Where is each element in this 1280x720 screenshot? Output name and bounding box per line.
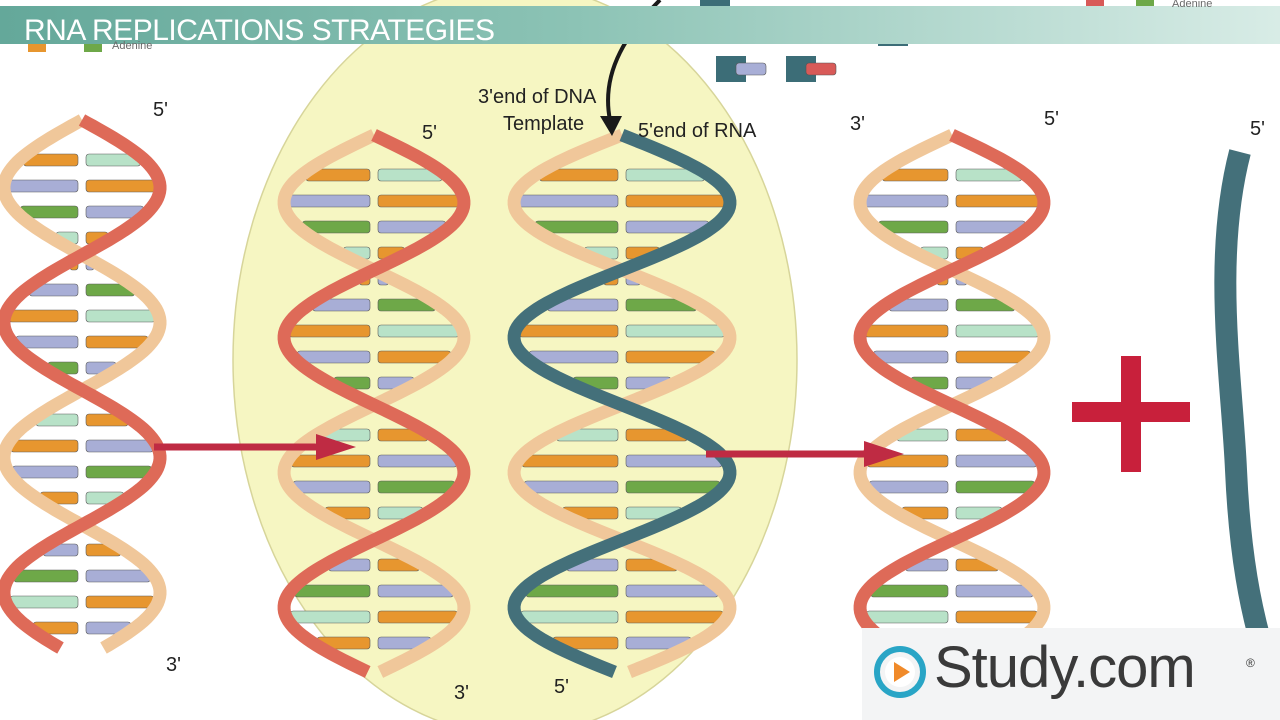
helix-2 — [277, 129, 471, 678]
study-logo: Study.com ® — [862, 628, 1280, 720]
label-dna-template-end: 3'end of DNA — [478, 86, 597, 108]
base-right — [625, 194, 727, 208]
label-helix2-top: 5' — [422, 122, 437, 144]
strand-back — [0, 114, 167, 654]
base-left — [873, 350, 949, 364]
plus-vertical — [1121, 356, 1141, 472]
free-nucleotide-base — [735, 62, 767, 76]
label-rna-5-end: 5'end of RNA — [638, 120, 757, 142]
base-left — [520, 610, 619, 624]
base-right — [85, 465, 152, 479]
rna-strand-right — [1214, 149, 1271, 643]
strand-front — [853, 129, 1051, 645]
base-left — [10, 439, 79, 453]
base-right — [955, 324, 1040, 338]
label-strand5-top: 5' — [1250, 118, 1265, 140]
base-right — [377, 350, 452, 364]
strand-front — [0, 114, 167, 654]
base-left — [521, 454, 619, 468]
helix-3 — [507, 128, 737, 679]
pointer-arrow-head — [600, 116, 622, 136]
logo-registered-mark: ® — [1246, 656, 1255, 670]
base-left — [8, 309, 79, 323]
strand-back — [853, 129, 1051, 645]
base-right — [377, 324, 460, 338]
label-helix4-top-right: 5' — [1044, 108, 1059, 130]
play-circle-icon — [874, 646, 926, 698]
base-right — [625, 610, 724, 624]
base-left — [9, 595, 79, 609]
base-left — [15, 335, 79, 349]
label-helix1-top: 5' — [153, 99, 168, 121]
base-left — [528, 350, 619, 364]
base-right — [85, 595, 155, 609]
base-right — [625, 324, 726, 338]
label-helix4-top-left: 3' — [850, 113, 865, 135]
arrow-middle — [706, 441, 904, 467]
base-right — [955, 584, 1034, 598]
label-helix1-bottom: 3' — [166, 654, 181, 676]
legend-adenine-left: Adenine — [112, 40, 153, 52]
label-template: Template — [503, 113, 585, 135]
base-left — [292, 480, 371, 494]
arrow-left — [154, 434, 356, 460]
base-left — [12, 465, 79, 479]
base-right — [625, 350, 716, 364]
base-right — [955, 454, 1038, 468]
base-left — [523, 480, 619, 494]
base-right — [377, 454, 458, 468]
base-right — [377, 480, 456, 494]
label-helix2-bottom: 3' — [454, 682, 469, 704]
helix-4 — [853, 129, 1051, 645]
plus-sign — [1072, 356, 1190, 472]
base-right — [85, 439, 154, 453]
helix-1 — [0, 114, 167, 654]
base-right — [625, 584, 719, 598]
legend-swatch-right-2 — [1136, 0, 1154, 10]
base-right — [85, 179, 157, 193]
logo-wordmark: Study.com — [934, 635, 1196, 700]
base-left — [525, 584, 619, 598]
base-right — [85, 335, 149, 349]
base-left — [863, 194, 949, 208]
arrow-head — [316, 434, 356, 460]
base-left — [870, 584, 949, 598]
strand-front — [277, 129, 471, 678]
base-left — [287, 194, 371, 208]
legend-adenine-right: Adenine — [1172, 0, 1213, 10]
base-right — [377, 610, 459, 624]
base-left — [13, 569, 79, 583]
strand-front — [507, 128, 737, 679]
title-bar: RNA REPLICATIONS STRATEGIES — [0, 6, 1280, 47]
free-nucleotide-base — [805, 62, 837, 76]
base-left — [517, 194, 619, 208]
arrow-head — [864, 441, 904, 467]
base-right — [377, 194, 461, 208]
base-right — [85, 309, 156, 323]
page-title: RNA REPLICATIONS STRATEGIES — [24, 14, 495, 47]
base-right — [625, 480, 721, 494]
base-left — [290, 454, 371, 468]
base-right — [377, 584, 454, 598]
base-left — [296, 350, 371, 364]
base-left — [518, 324, 619, 338]
base-left — [288, 324, 371, 338]
legend-swatch-right-1 — [1086, 0, 1104, 10]
base-left — [294, 584, 371, 598]
base-left — [865, 610, 949, 624]
base-right — [85, 569, 151, 583]
base-right — [955, 194, 1041, 208]
base-right — [955, 480, 1036, 494]
label-helix3-bottom: 5' — [554, 676, 569, 698]
base-right — [955, 350, 1031, 364]
base-right — [955, 610, 1039, 624]
base-left — [868, 480, 949, 494]
base-left — [7, 179, 79, 193]
base-left — [289, 610, 371, 624]
base-left — [864, 324, 949, 338]
